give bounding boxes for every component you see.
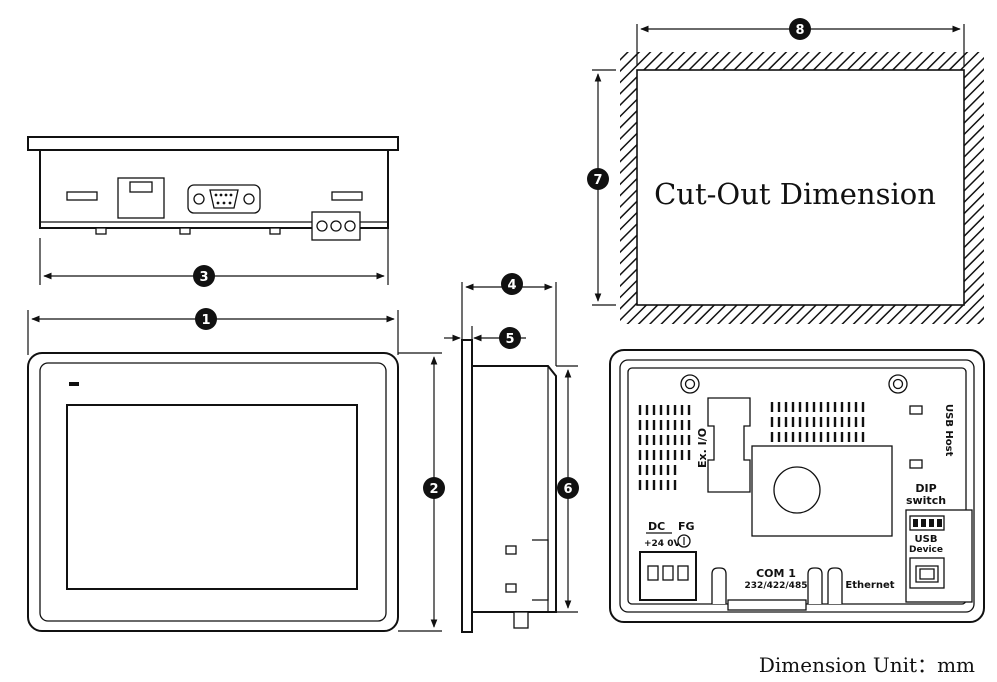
usb-host-label-line1: USB Host: [943, 404, 954, 457]
ethernet-label: Ethernet: [845, 580, 894, 591]
rear-power-terminal-icon: [639, 551, 697, 601]
fg-label: FG: [678, 520, 695, 533]
callout-3: 3: [193, 265, 215, 287]
svg-text:5: 5: [505, 332, 514, 347]
ethernet-rear-port-icon: [827, 567, 843, 604]
callout-8: 8: [789, 18, 811, 40]
cutout-view: Cut-Out Dimension: [620, 52, 984, 324]
serial-port-icon: [187, 184, 261, 214]
svg-text:7: 7: [593, 173, 602, 188]
dc-label: DC: [648, 520, 665, 533]
label-plate: [751, 445, 893, 537]
svg-text:4: 4: [507, 278, 516, 293]
callout-6: 6: [557, 477, 579, 499]
svg-text:3: 3: [199, 270, 208, 285]
com1-protocol-label: 232/422/485: [745, 581, 808, 591]
usb-host-port-icon: [909, 405, 923, 415]
rear-view: Ex. I/O: [609, 349, 985, 623]
callout-2: 2: [423, 477, 445, 499]
front-view: [27, 352, 399, 632]
power-terminal-icon: [311, 211, 361, 241]
left-vent-icon: [638, 405, 691, 490]
dip-switch-label-2: switch: [906, 494, 946, 507]
svg-text:6: 6: [563, 482, 572, 497]
callout-1: 1: [195, 308, 217, 330]
top-view: [27, 136, 399, 241]
right-vent-icon: [770, 402, 865, 442]
cutout-label: Cut-Out Dimension: [654, 177, 936, 211]
ex-io-connector-icon: [707, 397, 751, 493]
svg-text:2: 2: [429, 482, 438, 497]
usb-device-port-icon: [909, 557, 945, 589]
com1-port-icon: [711, 567, 823, 611]
usb-device-label-2: Device: [909, 545, 943, 555]
battery-cover-icon: [773, 466, 821, 514]
svg-text:1: 1: [201, 313, 210, 328]
svg-text:8: 8: [795, 23, 804, 38]
power-led-icon: [69, 382, 79, 386]
ex-io-label: Ex. I/O: [696, 428, 709, 468]
side-view: [461, 339, 557, 633]
power-pins-label: +24 0V: [644, 539, 680, 549]
dip-switch-label-1: DIP: [915, 482, 936, 495]
com1-label: COM 1: [756, 567, 796, 580]
callout-4: 4: [501, 273, 523, 295]
callout-5: 5: [499, 327, 521, 349]
dip-switch-icon: [909, 515, 945, 531]
usb-device-label-1: USB: [915, 534, 938, 545]
callout-7: 7: [587, 168, 609, 190]
dimension-unit-label: Dimension Unit：mm: [759, 653, 975, 677]
